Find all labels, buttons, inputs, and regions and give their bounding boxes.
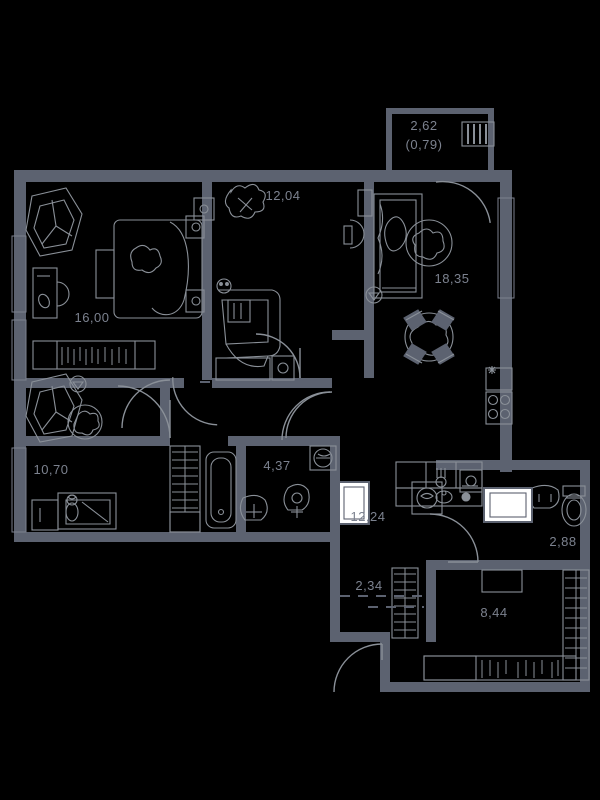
furniture-plant-bedroom2 <box>224 183 266 219</box>
furniture-lamp-bedroom3 <box>69 375 87 393</box>
furniture-sink-bathroom <box>283 483 310 518</box>
room-label-bathroom: 4,37 <box>263 458 290 473</box>
furniture-outlet-living <box>488 366 496 374</box>
furniture-wardrobe-bedroom1 <box>32 340 156 370</box>
furniture-bathtub <box>205 451 237 529</box>
room-label-balcony: 2,62 <box>410 118 437 133</box>
furniture-toilet-wc <box>561 485 587 527</box>
room-label-balcony-reduced: (0,79) <box>406 137 443 152</box>
furniture-table-bedroom2 <box>215 355 295 381</box>
room-labels-group: 16,00 12,04 18,35 10,70 4,37 12,24 2,88 … <box>33 118 576 620</box>
furniture-group <box>25 121 590 681</box>
furniture-bed-bedroom1 <box>95 219 203 319</box>
furniture-radiator-balcony <box>461 121 495 147</box>
furniture-washer-hallway <box>411 481 443 515</box>
furniture-bathtub-wc <box>483 487 533 523</box>
furniture-stove-kitchen <box>485 367 513 425</box>
furniture-lamp-bedroom2 <box>216 278 232 294</box>
furniture-shelf-bedroom3 <box>169 445 201 533</box>
furniture-nightstand-bedroom1 <box>185 215 205 313</box>
furniture-tv-living <box>343 189 373 249</box>
furniture-bidet-bathroom <box>239 494 268 521</box>
furniture-sofa-living <box>373 193 423 299</box>
room-label-bedroom-3: 10,70 <box>33 462 68 477</box>
room-label-closet: 2,34 <box>355 578 382 593</box>
furniture-rug-living <box>405 219 453 267</box>
furniture-floorlamp-living <box>365 286 383 304</box>
doors-group <box>117 180 491 693</box>
room-label-hallway: 12,24 <box>350 509 385 524</box>
room-label-wc: 2,88 <box>549 534 576 549</box>
room-label-bedroom-1: 16,00 <box>74 310 109 325</box>
furniture-bed-bedroom4 <box>423 655 577 681</box>
furniture-desk-bedroom3 <box>31 492 117 531</box>
room-label-bedroom-2: 12,04 <box>265 188 300 203</box>
room-label-living-room: 18,35 <box>434 271 469 286</box>
windows-group <box>11 170 515 533</box>
furniture-armchair-bedroom3 <box>25 373 83 443</box>
furniture-sconce-bedroom2 <box>193 197 215 221</box>
dashed-separators <box>200 381 426 608</box>
furniture-shelf-bedroom4 <box>481 569 523 593</box>
furniture-rug-bedroom3 <box>67 404 103 440</box>
furniture-mirror-hallway <box>309 445 337 471</box>
furniture-dining-set-living <box>403 309 455 365</box>
furniture-washing-machine-hallway <box>338 481 370 525</box>
furniture-armchair-bedroom1 <box>25 187 83 257</box>
room-label-bedroom-4: 8,44 <box>480 605 507 620</box>
furniture-desk-bedroom1 <box>32 267 70 319</box>
